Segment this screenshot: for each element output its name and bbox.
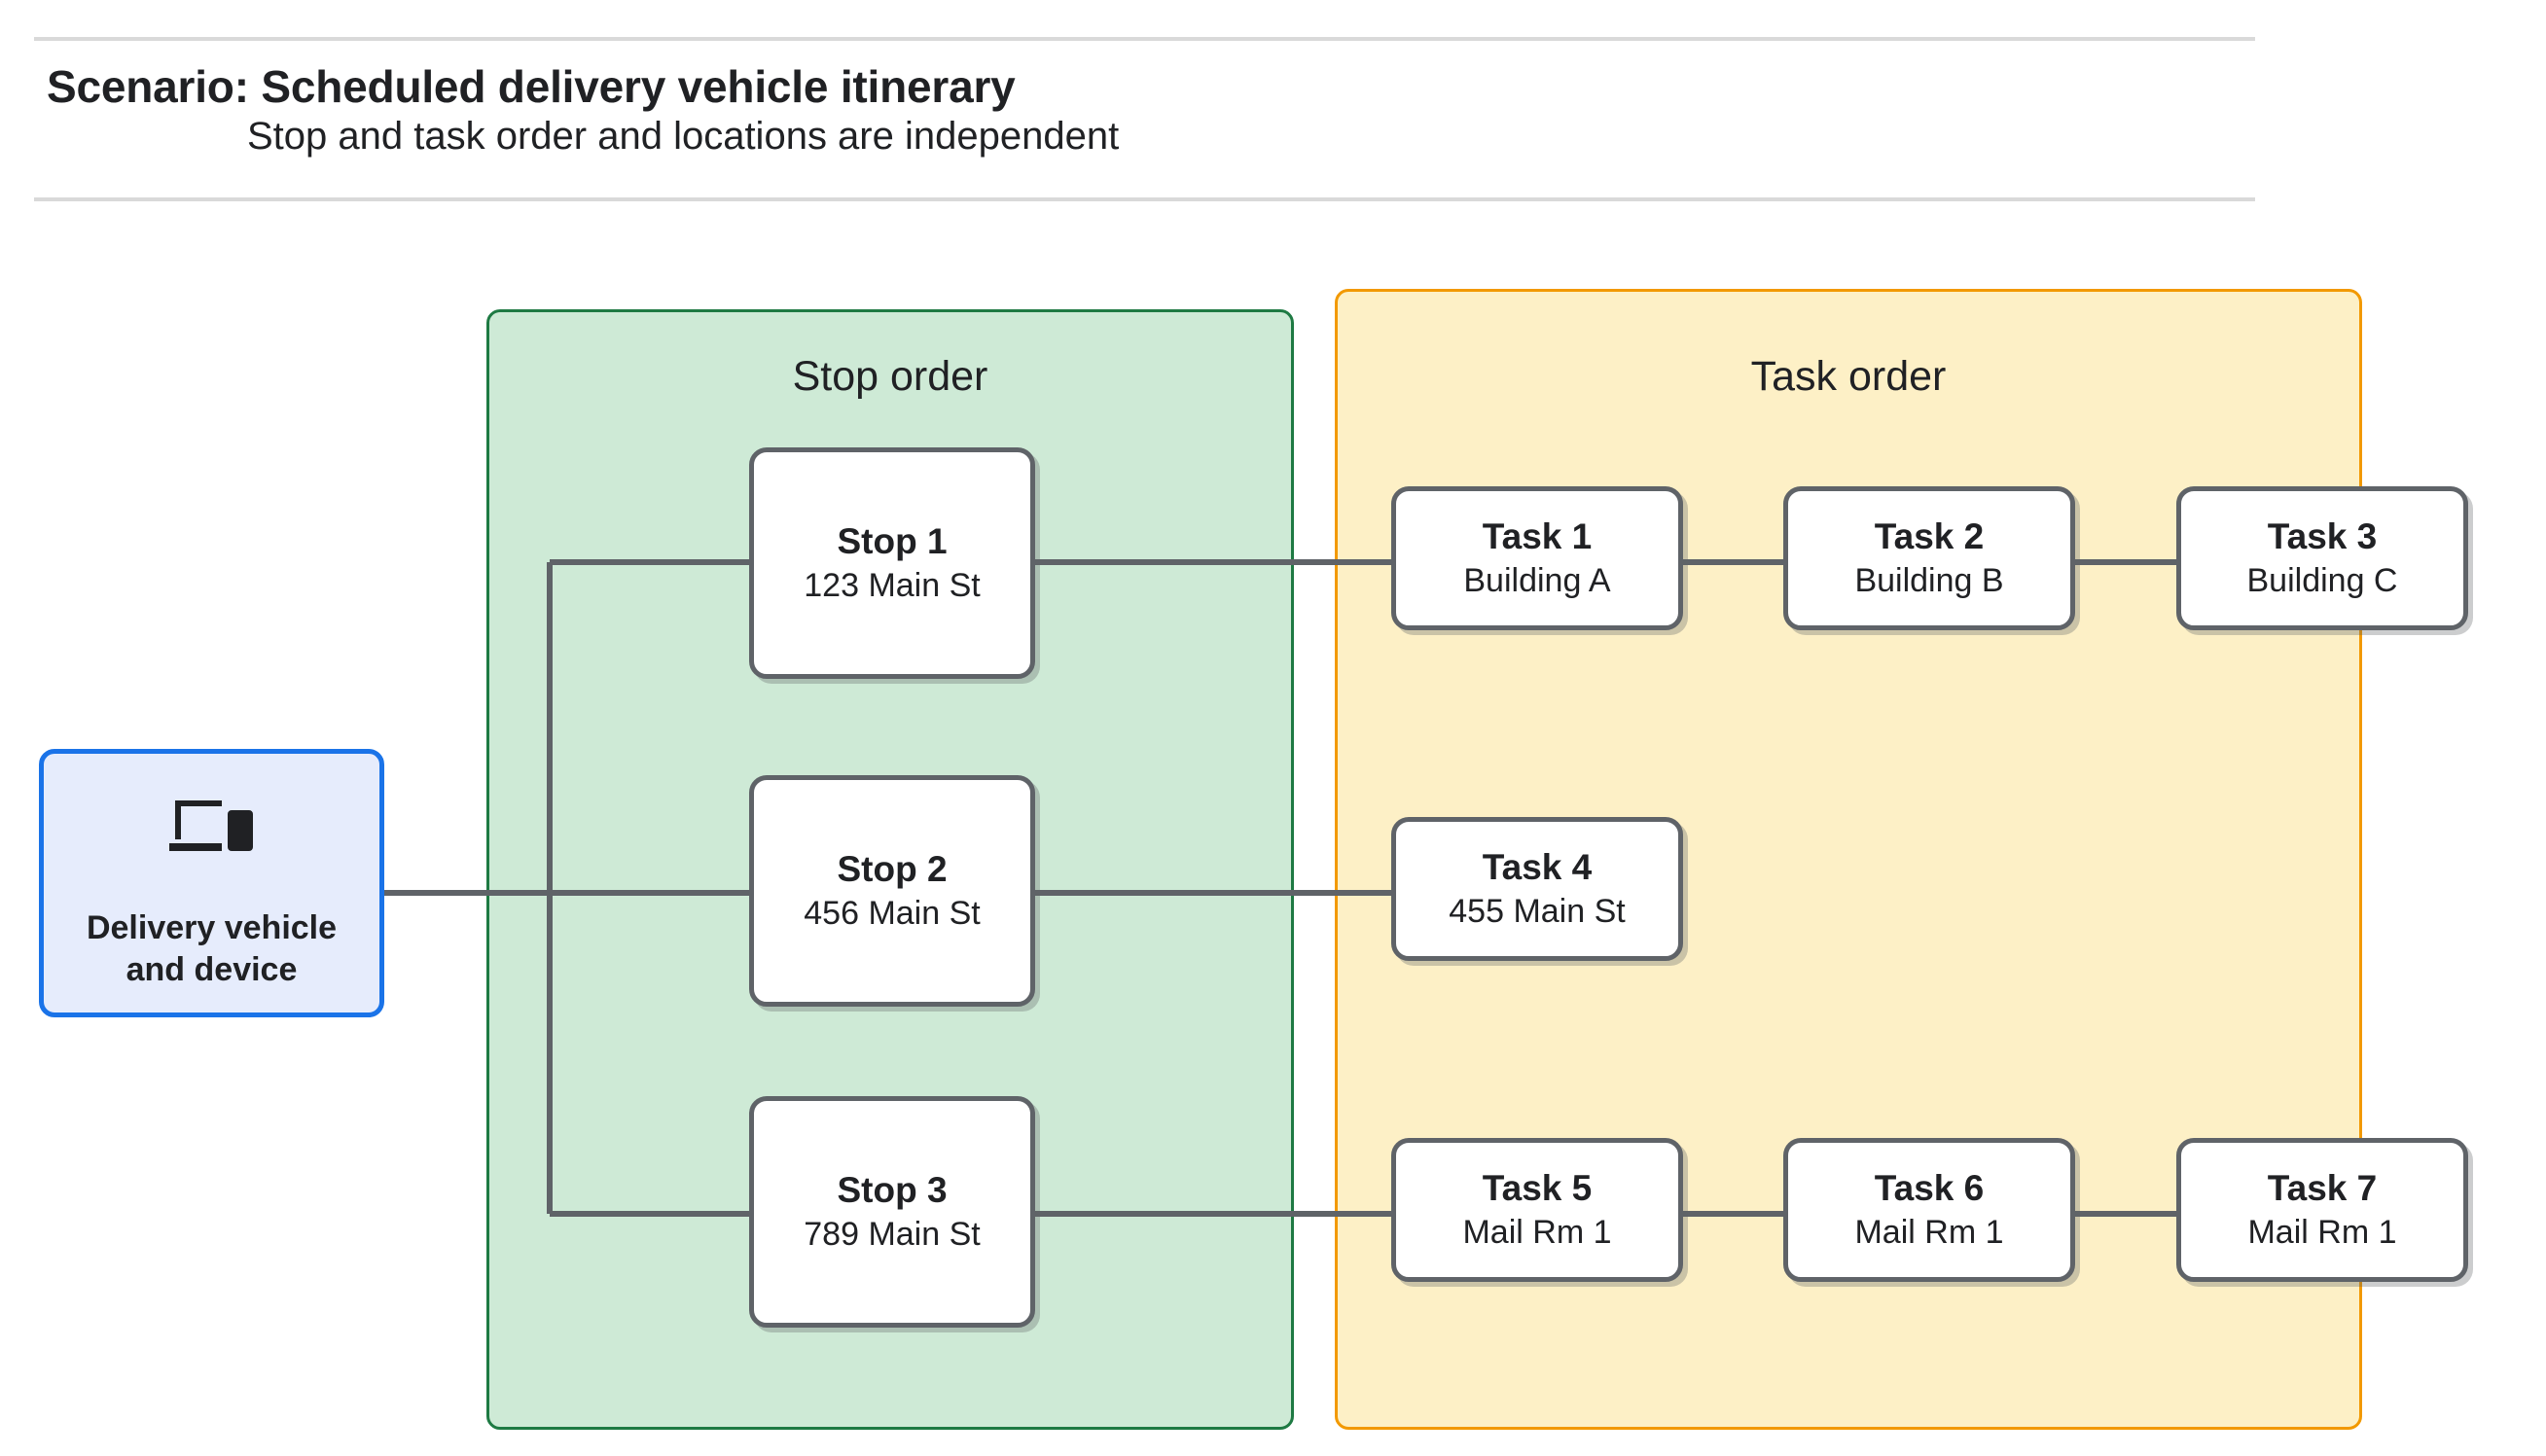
vehicle-label-line2: and device [126,950,298,988]
task-card-2-title: Task 2 [1874,515,1985,556]
stop-order-panel-title: Stop order [792,353,988,400]
task-card-2[interactable]: Task 2 Building B [1783,486,2075,630]
task-card-5[interactable]: Task 5 Mail Rm 1 [1391,1138,1683,1282]
task-card-6-title: Task 6 [1874,1167,1985,1208]
task-order-panel-title: Task order [1750,353,1947,400]
page-subtitle: Stop and task order and locations are in… [247,115,1120,158]
stop-card-1-title: Stop 1 [837,520,948,561]
task-card-2-location: Building B [1854,561,2004,599]
task-card-3[interactable]: Task 3 Building C [2176,486,2468,630]
header-rule-top [34,37,2255,41]
stop-card-2-title: Stop 2 [837,848,948,889]
devices-icon [168,800,253,851]
task-card-4-title: Task 4 [1482,846,1593,887]
stop-card-2-address: 456 Main St [804,894,981,932]
task-card-4-location: 455 Main St [1449,892,1626,930]
stop-card-3-title: Stop 3 [837,1169,948,1210]
task-card-3-location: Building C [2246,561,2398,599]
stop-card-3[interactable]: Stop 3 789 Main St [749,1096,1035,1328]
task-card-4[interactable]: Task 4 455 Main St [1391,817,1683,961]
task-card-1-title: Task 1 [1482,515,1593,556]
task-card-3-title: Task 3 [2267,515,2378,556]
task-card-7-title: Task 7 [2267,1167,2378,1208]
task-card-7[interactable]: Task 7 Mail Rm 1 [2176,1138,2468,1282]
vehicle-label: Delivery vehicle and device [87,907,337,990]
task-card-5-title: Task 5 [1482,1167,1593,1208]
stop-card-1-address: 123 Main St [804,566,981,604]
task-card-6-location: Mail Rm 1 [1854,1213,2004,1251]
vehicle-label-line1: Delivery vehicle [86,909,338,946]
task-card-5-location: Mail Rm 1 [1462,1213,1612,1251]
stop-card-3-address: 789 Main St [804,1215,981,1253]
task-card-1-location: Building A [1463,561,1611,599]
page-title: Scenario: Scheduled delivery vehicle iti… [47,61,1016,112]
stop-card-1[interactable]: Stop 1 123 Main St [749,447,1035,679]
task-card-7-location: Mail Rm 1 [2247,1213,2397,1251]
task-card-6[interactable]: Task 6 Mail Rm 1 [1783,1138,2075,1282]
task-card-1[interactable]: Task 1 Building A [1391,486,1683,630]
stop-card-2[interactable]: Stop 2 456 Main St [749,775,1035,1007]
delivery-vehicle-and-device-box[interactable]: Delivery vehicle and device [39,749,384,1017]
header-rule-bottom [34,197,2255,201]
